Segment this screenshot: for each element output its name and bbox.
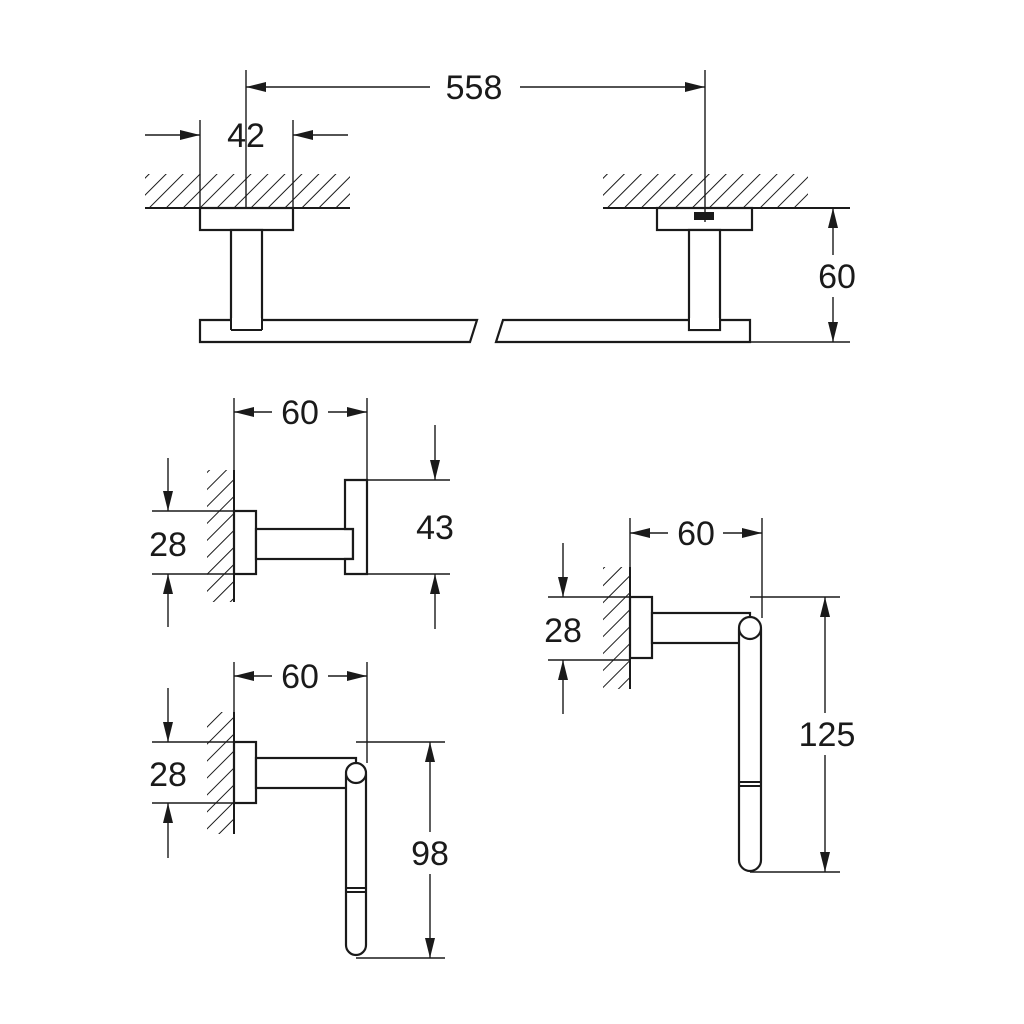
dim-label-hook-height: 43 <box>416 509 454 547</box>
dim-label-bar-projection: 60 <box>818 258 856 296</box>
dim-label-bar-length: 558 <box>446 69 503 107</box>
hook-arm <box>254 527 355 561</box>
dim-label-large-ring-base: 28 <box>544 612 582 650</box>
right-bracket-post <box>687 228 722 332</box>
dim-label-hook-projection: 60 <box>281 394 319 432</box>
large-ring-wall-hatch <box>603 567 630 689</box>
hook-base-plate <box>232 509 258 576</box>
hook-wall-hatch <box>207 470 234 602</box>
dim-label-bg-125 <box>793 713 859 755</box>
dim-label-small-ring-base: 28 <box>149 756 187 794</box>
small-ring-wall-hatch <box>207 712 234 834</box>
robe-hook-view: 60 28 43 <box>149 394 454 629</box>
dim-label-bracket-width: 42 <box>227 117 265 155</box>
left-mount-plate <box>198 206 295 232</box>
left-bracket-post-front <box>231 318 262 330</box>
small-ring-pivot <box>344 761 368 785</box>
large-ring-base-plate <box>628 595 654 660</box>
small-ring-arm <box>254 756 358 790</box>
large-ring-view: 60 28 125 <box>544 515 859 873</box>
right-bracket-post-front <box>689 318 720 330</box>
dim-label-small-ring-drop: 98 <box>411 835 449 873</box>
large-ring-arm <box>650 611 752 645</box>
set-screw <box>694 212 714 220</box>
bar-left-segment <box>198 318 479 344</box>
dim-label-bg-98 <box>404 832 456 874</box>
small-ring-view: 60 28 98 <box>149 658 456 959</box>
dim-label-large-ring-projection: 60 <box>677 515 715 553</box>
hook-tip <box>343 478 369 576</box>
large-ring-drop-bar <box>737 628 763 873</box>
towel-bar-view: 558 42 60 <box>145 69 858 344</box>
left-bracket-post <box>229 228 264 332</box>
dim-label-small-ring-projection: 60 <box>281 658 319 696</box>
small-ring-drop-bar <box>344 773 368 957</box>
dim-label-bg-60 <box>812 255 858 297</box>
wall-hatch-left <box>145 174 350 208</box>
dim-label-large-ring-drop: 125 <box>799 716 856 754</box>
dim-label-hook-base: 28 <box>149 526 187 564</box>
large-ring-pivot <box>737 615 763 641</box>
small-ring-base-plate <box>232 740 258 805</box>
